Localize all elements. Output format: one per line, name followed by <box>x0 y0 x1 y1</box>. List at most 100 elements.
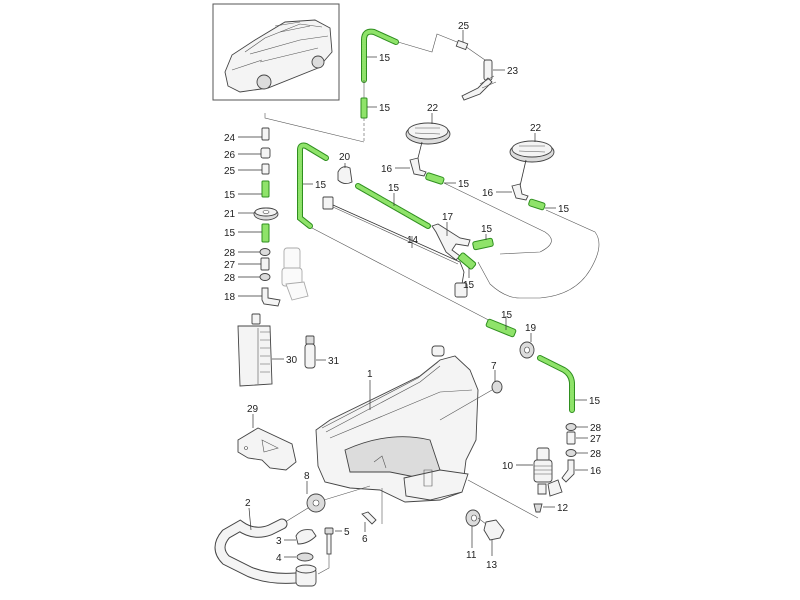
hose-short-15[interactable] <box>261 180 270 198</box>
grommet-21[interactable] <box>253 207 279 221</box>
washer-reservoir-1[interactable] <box>315 345 479 503</box>
callout-15: 15 <box>589 396 601 407</box>
hose-loop-15[interactable] <box>297 142 329 229</box>
callout-8: 8 <box>304 471 310 482</box>
callout-28: 28 <box>590 423 602 434</box>
callout-17: 17 <box>442 212 454 223</box>
callout-20: 20 <box>339 152 351 163</box>
callout-15: 15 <box>481 224 493 235</box>
connector-25-left[interactable] <box>261 163 270 175</box>
callout-15: 15 <box>458 179 470 190</box>
callout-23: 23 <box>507 66 519 77</box>
callout-21: 21 <box>224 209 236 220</box>
sleeve-26[interactable] <box>260 147 271 159</box>
callout-24: 24 <box>224 133 236 144</box>
nozzle-assembly-23[interactable] <box>461 59 497 101</box>
callout-15: 15 <box>501 310 513 321</box>
callout-27: 27 <box>590 434 602 445</box>
callout-28: 28 <box>224 248 236 259</box>
callout-18: 18 <box>224 292 236 303</box>
callout-28: 28 <box>224 273 236 284</box>
sensor-cable-14[interactable] <box>322 196 468 298</box>
callout-1: 1 <box>367 369 373 380</box>
callout-19: 19 <box>525 323 537 334</box>
connector-24[interactable] <box>261 127 270 141</box>
y-connector-17[interactable] <box>431 223 471 261</box>
left-column-parts: 24 26 25 15 21 15 28 27 28 <box>224 127 281 307</box>
grommet-8[interactable] <box>306 493 326 513</box>
callout-15: 15 <box>558 204 570 215</box>
hose-short-15[interactable] <box>472 237 494 251</box>
grommet-11[interactable] <box>465 509 481 527</box>
callout-16: 16 <box>381 164 393 175</box>
callout-15: 15 <box>388 183 400 194</box>
callout-31: 31 <box>328 356 340 367</box>
grommet-19[interactable] <box>519 341 535 359</box>
washer-nozzle-22-left[interactable] <box>405 122 451 159</box>
callout-3: 3 <box>276 536 282 547</box>
suv-car-icon <box>224 19 333 93</box>
washer-fluid-bottle-30[interactable] <box>237 313 273 387</box>
screw-5[interactable] <box>324 527 334 555</box>
callout-4: 4 <box>276 553 282 564</box>
connector-25-top[interactable] <box>455 39 469 51</box>
clamp-3[interactable] <box>295 529 317 545</box>
callout-12: 12 <box>557 503 569 514</box>
hose-short-15[interactable] <box>457 252 477 270</box>
vehicle-thumbnail[interactable] <box>212 3 340 101</box>
grommet-7[interactable] <box>491 380 503 394</box>
seal-4[interactable] <box>296 552 314 562</box>
callout-14: 14 <box>407 235 419 246</box>
filler-hose-2[interactable] <box>214 518 302 584</box>
callout-26: 26 <box>224 150 236 161</box>
callout-15: 15 <box>463 280 475 291</box>
elbow-16-pump[interactable] <box>561 459 575 483</box>
hose-short-15[interactable] <box>261 223 270 243</box>
sleeve-27[interactable] <box>566 431 576 445</box>
washer-pump-ghost <box>281 247 309 301</box>
clamp-28[interactable] <box>259 248 271 256</box>
hose-connector-top[interactable] <box>360 97 368 119</box>
callout-15: 15 <box>315 180 327 191</box>
elbow-16-left[interactable] <box>409 157 427 177</box>
callout-27: 27 <box>224 260 236 271</box>
callout-22: 22 <box>427 103 439 114</box>
callout-25: 25 <box>224 166 236 177</box>
callout-15: 15 <box>379 103 391 114</box>
mounting-bracket-29[interactable] <box>237 427 297 471</box>
clamp-28[interactable] <box>259 273 271 281</box>
callout-13: 13 <box>486 560 498 571</box>
grommet-12[interactable] <box>533 503 543 513</box>
hose-short-15[interactable] <box>528 198 546 211</box>
hose-long-15[interactable] <box>355 183 431 229</box>
callout-30: 30 <box>286 355 298 366</box>
hose-short-15[interactable] <box>425 172 445 185</box>
callout-15: 15 <box>224 228 236 239</box>
callout-16: 16 <box>590 466 602 477</box>
callout-11: 11 <box>466 550 477 561</box>
clamp-28[interactable] <box>565 423 577 431</box>
elbow-18[interactable] <box>261 287 281 307</box>
additive-tube-31[interactable] <box>304 335 316 369</box>
sleeve-27[interactable] <box>260 257 270 271</box>
callout-7: 7 <box>491 361 497 372</box>
callout-5: 5 <box>344 527 350 538</box>
callout-10: 10 <box>502 461 514 472</box>
callout-15: 15 <box>379 53 391 64</box>
hose-top-vertical[interactable] <box>361 28 399 83</box>
hose-bent-15[interactable] <box>537 355 575 413</box>
filler-neck[interactable] <box>295 564 317 587</box>
cap-20[interactable] <box>337 166 353 185</box>
elbow-16-right[interactable] <box>511 183 529 201</box>
clamp-28[interactable] <box>565 449 577 457</box>
screw-6[interactable] <box>361 511 377 525</box>
callout-25: 25 <box>458 21 470 32</box>
washer-nozzle-22-right[interactable] <box>509 140 555 187</box>
callout-29: 29 <box>247 404 259 415</box>
level-sensor-13[interactable] <box>477 517 505 541</box>
washer-pump-10[interactable] <box>533 447 563 497</box>
hose-short-15[interactable] <box>485 318 517 338</box>
callout-16: 16 <box>482 188 494 199</box>
